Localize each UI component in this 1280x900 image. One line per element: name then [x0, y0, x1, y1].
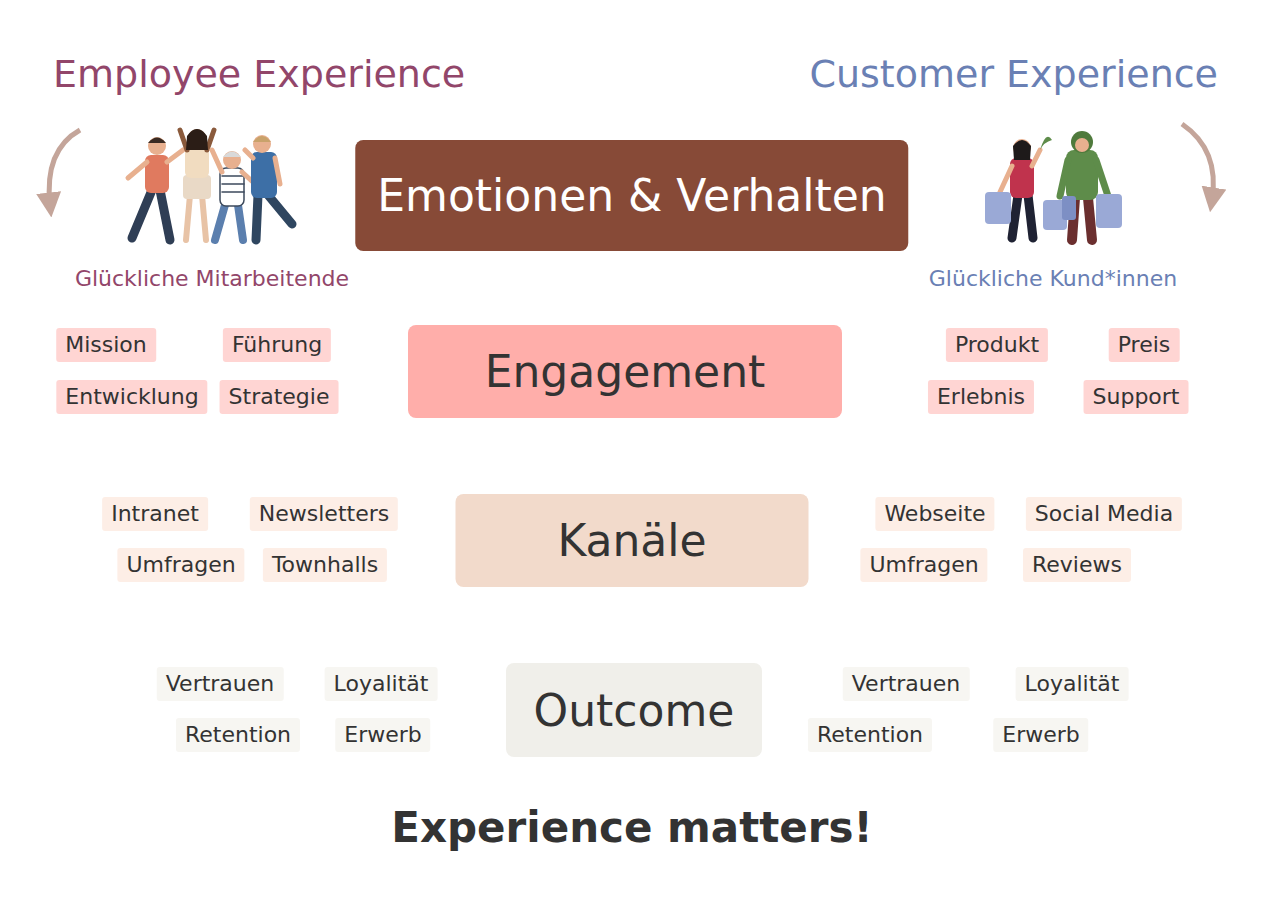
channel-tag: Intranet: [102, 497, 208, 531]
box-text: Outcome: [534, 685, 735, 736]
curved-arrow: [49, 130, 80, 205]
box-text: Erwerb: [1002, 722, 1079, 747]
outcome-tag: Vertrauen: [843, 667, 970, 701]
factor-tag: Produkt: [946, 328, 1048, 362]
section-heading: Customer Experience: [809, 52, 1218, 96]
box-text: Townhalls: [272, 552, 378, 577]
stage-box: Engagement: [408, 325, 842, 418]
box-text: Umfragen: [126, 552, 235, 577]
box-text: Retention: [817, 722, 923, 747]
factor-tag: Preis: [1109, 328, 1180, 362]
group-label: Glückliche Kund*innen: [929, 266, 1177, 291]
outcome-tag: Erwerb: [335, 718, 430, 752]
factor-tag: Entwicklung: [56, 380, 207, 414]
factor-tag: Erlebnis: [928, 380, 1034, 414]
channel-tag: Webseite: [875, 497, 994, 531]
box-text: Kanäle: [557, 515, 706, 566]
box-text: Intranet: [111, 501, 199, 526]
channel-tag: Umfragen: [117, 548, 244, 582]
stage-box: Kanäle: [456, 494, 809, 587]
outcome-tag: Loyalität: [325, 667, 438, 701]
caption: Experience matters!: [391, 803, 872, 852]
box-text: Newsletters: [259, 501, 389, 526]
channel-tag: Townhalls: [263, 548, 387, 582]
factor-tag: Support: [1084, 380, 1189, 414]
curved-arrow: [1182, 124, 1213, 200]
outcome-tag: Loyalität: [1016, 667, 1129, 701]
outcome-tag: Retention: [176, 718, 300, 752]
customers-figure: [985, 131, 1122, 240]
factor-tag: Strategie: [220, 380, 339, 414]
box-text: Strategie: [229, 384, 330, 409]
stage-box: Emotionen & Verhalten: [355, 140, 908, 251]
box-text: Erlebnis: [937, 384, 1025, 409]
stage-box: Outcome: [506, 663, 762, 757]
box-text: Vertrauen: [852, 671, 961, 696]
section-heading: Employee Experience: [53, 52, 465, 96]
box-text: Reviews: [1032, 552, 1122, 577]
box-text: Loyalität: [334, 671, 429, 696]
box-text: Social Media: [1035, 501, 1173, 526]
channel-tag: Newsletters: [250, 497, 398, 531]
box-text: Umfragen: [869, 552, 978, 577]
factor-tag: Mission: [56, 328, 156, 362]
box-text: Entwicklung: [65, 384, 198, 409]
channel-tag: Umfragen: [860, 548, 987, 582]
box-text: Führung: [232, 332, 322, 357]
outcome-tag: Retention: [808, 718, 932, 752]
box-text: Mission: [65, 332, 147, 357]
box-text: Loyalität: [1025, 671, 1120, 696]
box-text: Webseite: [884, 501, 985, 526]
channel-tag: Reviews: [1023, 548, 1131, 582]
employees-figure: [128, 129, 292, 240]
outcome-tag: Vertrauen: [157, 667, 284, 701]
box-text: Support: [1093, 384, 1180, 409]
box-text: Erwerb: [344, 722, 421, 747]
outcome-tag: Erwerb: [993, 718, 1088, 752]
box-text: Vertrauen: [166, 671, 275, 696]
factor-tag: Führung: [223, 328, 331, 362]
box-text: Emotionen & Verhalten: [377, 170, 886, 221]
box-text: Produkt: [955, 332, 1039, 357]
box-text: Preis: [1118, 332, 1171, 357]
group-label: Glückliche Mitarbeitende: [75, 266, 349, 291]
box-text: Retention: [185, 722, 291, 747]
box-text: Engagement: [485, 346, 766, 397]
channel-tag: Social Media: [1026, 497, 1182, 531]
